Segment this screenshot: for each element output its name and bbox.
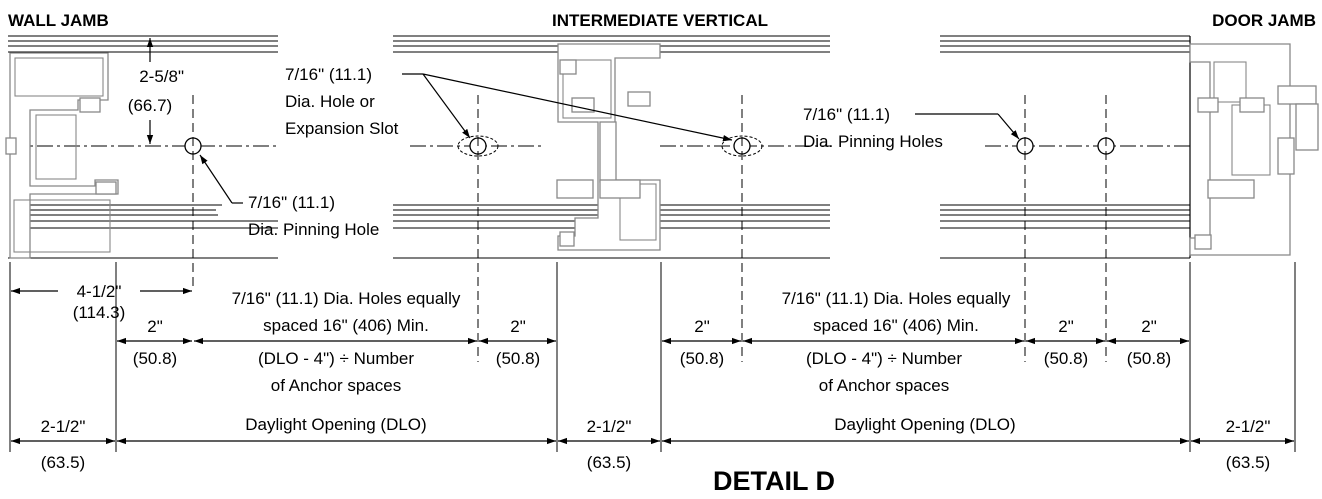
- jamb-width-3: 2-1/2": [1226, 417, 1271, 436]
- pinning-hole-callout-line1: 7/16" (11.1): [248, 193, 335, 212]
- frame-section-right: [940, 35, 1191, 259]
- pinning-hole-leader: [199, 154, 243, 204]
- edge-dim-2-metric: (50.8): [496, 349, 540, 368]
- edge-dim-1: 2": [147, 317, 163, 336]
- jamb-width-2: 2-1/2": [587, 417, 632, 436]
- dlo-label-right: Daylight Opening (DLO): [834, 415, 1015, 434]
- formula-left-line2: of Anchor spaces: [271, 376, 401, 395]
- edge-dim-4-metric: (50.8): [1044, 349, 1088, 368]
- expansion-leaders: [402, 73, 733, 142]
- jamb-width-2-metric: (63.5): [587, 453, 631, 472]
- holes-note-right-line2: spaced 16" (406) Min.: [813, 316, 979, 335]
- expansion-callout-line1: 7/16" (11.1): [285, 65, 372, 84]
- frame-section-left: [8, 35, 278, 259]
- edge-dim-3: 2": [694, 317, 710, 336]
- holes-note-left-line2: spaced 16" (406) Min.: [263, 316, 429, 335]
- extension-lines: [9, 95, 1296, 452]
- pinning-holes-callout-line2: Dia. Pinning Holes: [803, 132, 943, 151]
- formula-left-line1: (DLO - 4") ÷ Number: [258, 349, 414, 368]
- edge-dim-5: 2": [1141, 317, 1157, 336]
- jamb-width-1: 2-1/2": [41, 417, 86, 436]
- header-intermediate-vertical: INTERMEDIATE VERTICAL: [552, 11, 768, 30]
- edge-dim-1-metric: (50.8): [133, 349, 177, 368]
- holes-note-left-line1: 7/16" (11.1) Dia. Holes equally: [232, 289, 461, 308]
- intermediate-vertical-profile: [556, 43, 661, 251]
- edge-dim-4: 2": [1058, 317, 1074, 336]
- formula-right-line1: (DLO - 4") ÷ Number: [806, 349, 962, 368]
- height-dim-metric-label: (66.7): [128, 96, 172, 115]
- pinning-holes-callout-line1: 7/16" (11.1): [803, 105, 890, 124]
- offset-dim-label: 4-1/2": [77, 282, 122, 301]
- expansion-callout-line3: Expansion Slot: [285, 119, 399, 138]
- height-dimension: [145, 35, 278, 144]
- height-dim-label: 2-5/8": [139, 67, 184, 86]
- offset-dim-metric-label: (114.3): [73, 303, 126, 322]
- edge-dim-2: 2": [510, 317, 526, 336]
- edge-dim-5-metric: (50.8): [1127, 349, 1171, 368]
- jamb-width-1-metric: (63.5): [41, 453, 85, 472]
- detail-title: DETAIL D: [713, 466, 835, 496]
- dlo-label-left: Daylight Opening (DLO): [245, 415, 426, 434]
- header-door-jamb: DOOR JAMB: [1212, 11, 1316, 30]
- formula-right-line2: of Anchor spaces: [819, 376, 949, 395]
- door-jamb-profile: [1189, 43, 1319, 256]
- pinning-holes-leader: [915, 113, 1020, 140]
- pinning-holes: [184, 135, 1115, 157]
- jamb-width-3-metric: (63.5): [1226, 453, 1270, 472]
- edge-dim-3-metric: (50.8): [680, 349, 724, 368]
- wall-jamb-profile: [5, 52, 119, 259]
- expansion-callout-line2: Dia. Hole or: [285, 92, 375, 111]
- holes-note-right-line1: 7/16" (11.1) Dia. Holes equally: [782, 289, 1011, 308]
- header-wall-jamb: WALL JAMB: [8, 11, 109, 30]
- pinning-hole-callout-line2: Dia. Pinning Hole: [248, 220, 379, 239]
